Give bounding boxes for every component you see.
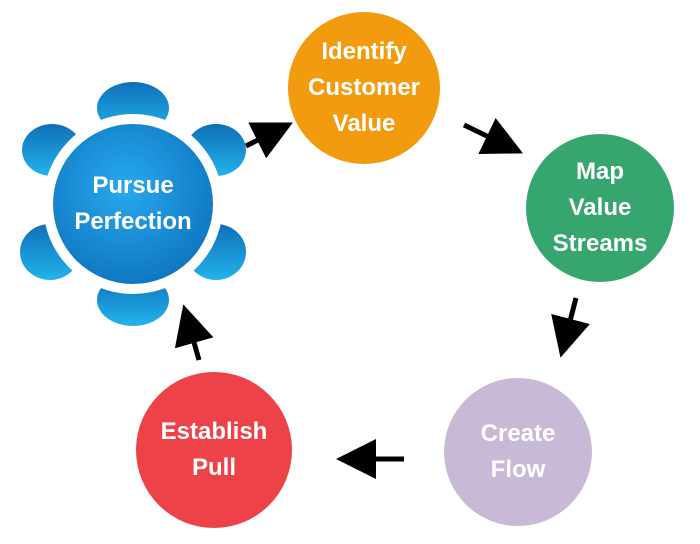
arrow-pull-to-perfection <box>174 304 214 361</box>
flow-circle <box>444 378 592 526</box>
pull-circle <box>136 372 292 528</box>
perfection-flower <box>20 82 246 326</box>
map-label: Map Value Streams <box>552 158 648 257</box>
identify-circle <box>288 12 440 164</box>
arrow-identify-to-map <box>462 117 524 155</box>
flow-label: Create Flow <box>480 420 556 483</box>
identify-label: Identify Customer Value <box>307 38 421 137</box>
perfection-label: Pursue Perfection <box>74 172 192 235</box>
pull-label: Establish Pull <box>160 418 268 481</box>
arrow-perfection-to-identify <box>244 122 293 159</box>
map-circle <box>526 134 674 282</box>
arrow-map-to-flow <box>551 297 590 358</box>
perfection-circle <box>53 124 213 284</box>
